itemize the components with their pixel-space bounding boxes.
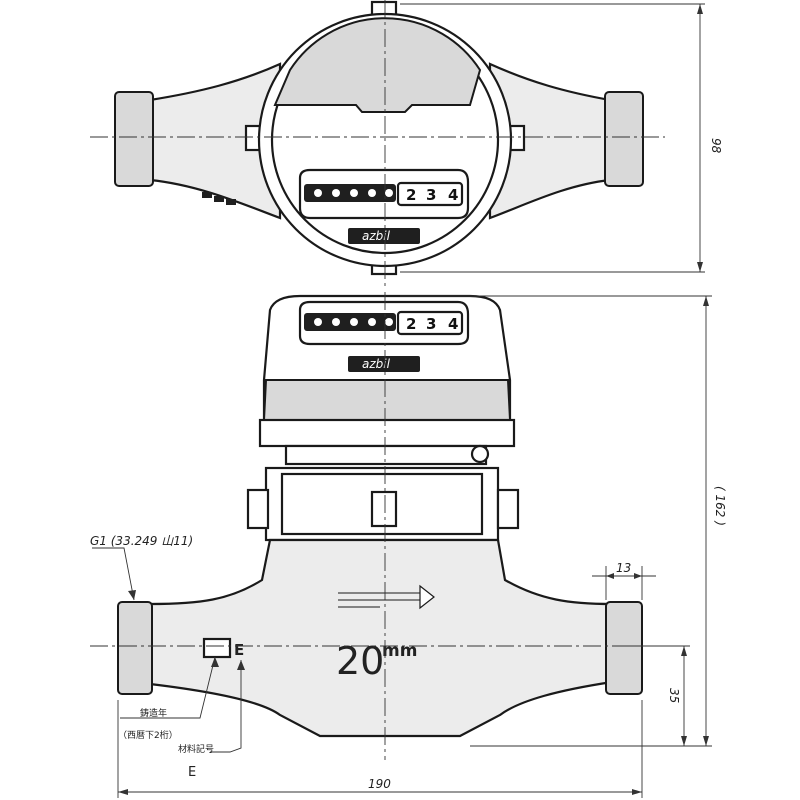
front-left-end-nut — [117, 601, 153, 695]
dim-190: 190 — [368, 777, 391, 791]
top-brand-logo: azbil — [362, 229, 391, 243]
front-brand-plate — [348, 356, 420, 372]
top-bolts — [202, 192, 236, 205]
material-code-label: 材料記号 — [178, 743, 214, 755]
dim-35: 35 — [667, 688, 681, 703]
front-collar-right-tab — [496, 488, 520, 530]
front-right-end-nut — [605, 601, 643, 695]
front-brand-logo: azbil — [362, 357, 391, 371]
top-right-pipe — [488, 62, 612, 220]
front-counter-digit-1: 2 — [406, 315, 416, 333]
top-left-end-nut — [114, 91, 154, 187]
counter-right-window — [396, 181, 464, 207]
front-collar-left-tab — [246, 488, 270, 530]
top-right-end-nut — [604, 91, 644, 187]
top-counter-digit-1: 2 — [406, 186, 416, 204]
casting-year-label: 鋳造年 — [140, 707, 167, 719]
size-unit: mm — [382, 641, 417, 661]
front-counter-digit-3: 4 — [448, 315, 458, 333]
material-mark: E — [234, 641, 244, 659]
front-view: 2 3 4 azbil 20 mm E — [90, 292, 727, 798]
top-brand-plate — [348, 228, 420, 244]
dim-13: 13 — [616, 561, 631, 575]
front-flange-step — [284, 444, 488, 466]
front-counter-digit-2: 3 — [426, 315, 436, 333]
counter-wheels — [314, 189, 393, 197]
front-seal-screw — [470, 444, 490, 464]
front-collar-inner — [280, 472, 484, 536]
dim-162: ( 162 ) — [713, 486, 727, 526]
casting-year-sublabel: （西暦下2桁） — [118, 729, 178, 741]
top-counter-digit-2: 3 — [426, 186, 436, 204]
dim-98: 98 — [709, 138, 723, 154]
top-view: 2 3 4 azbil 98 — [90, 0, 723, 290]
register-lid — [273, 17, 482, 113]
material-letter-label: E — [188, 765, 196, 780]
casting-year-box — [202, 637, 232, 659]
front-collar-center-lug — [370, 490, 398, 528]
front-flange — [258, 418, 516, 448]
front-register-head-band — [262, 379, 512, 421]
dim-thread: G1 (33.249 山11) — [90, 534, 193, 548]
flow-direction-arrow — [338, 584, 435, 610]
top-left-pipe — [148, 62, 282, 220]
top-counter-digit-3: 4 — [448, 186, 458, 204]
